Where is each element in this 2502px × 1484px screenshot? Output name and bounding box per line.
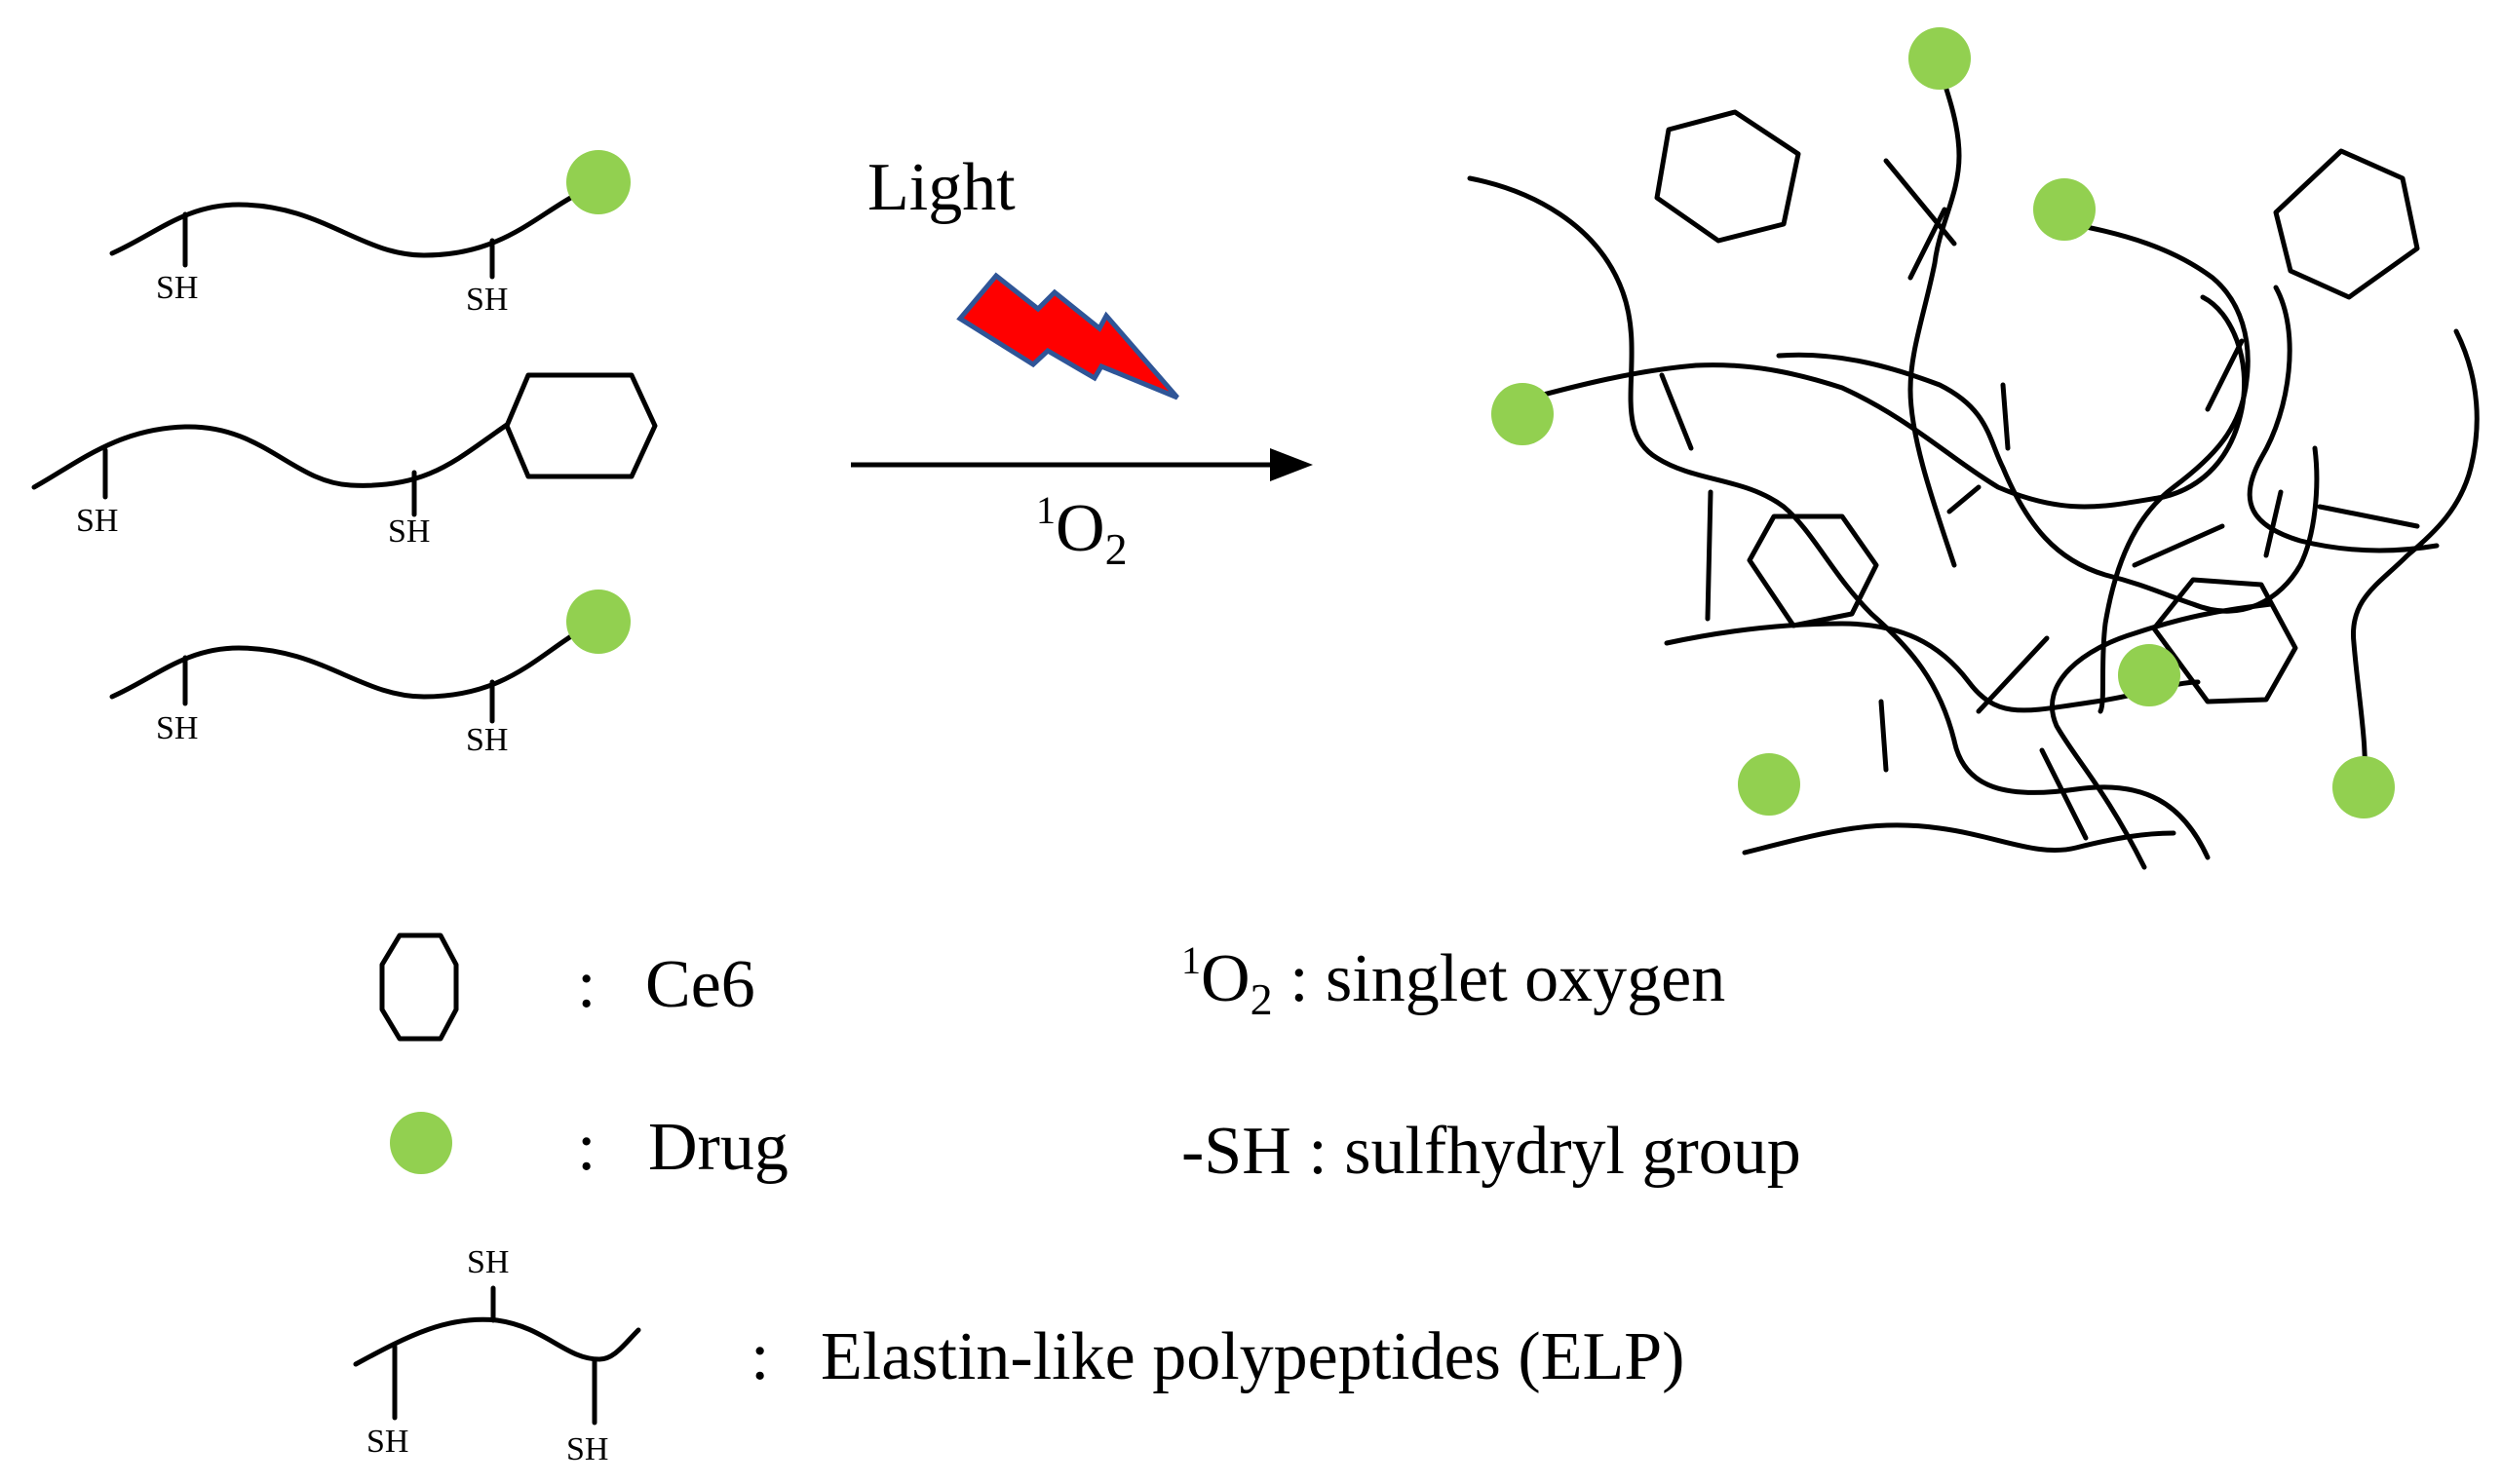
legend-singlet-oxygen-main: O [1201, 941, 1251, 1016]
drug-icon [2033, 178, 2096, 241]
singlet-oxygen-label: 1O2 [1036, 488, 1128, 574]
crosslinked-network [1467, 27, 2480, 870]
ce6-hexagon-icon [1747, 514, 1879, 628]
sh-label: SH [156, 710, 198, 746]
drug-icon [1491, 383, 1554, 445]
sh-label: SH [76, 503, 118, 539]
ce6-hexagon-icon [2273, 148, 2420, 300]
legend-singlet-oxygen-text: : singlet oxygen [1273, 941, 1726, 1016]
light-label: Light [867, 150, 1016, 225]
drug-icon [2118, 644, 2180, 706]
ce6-hexagon-icon [504, 372, 658, 479]
legend-colon: : [577, 1110, 596, 1185]
drug-icon [390, 1112, 452, 1174]
sh-label: SH [467, 1244, 509, 1280]
elp-chain-with-ce6: SH SH [31, 372, 658, 550]
legend-singlet-oxygen-subscript: 2 [1251, 974, 1273, 1024]
sh-label: SH [388, 514, 430, 550]
sh-label: SH [366, 1424, 408, 1460]
legend-colon: : [751, 1319, 769, 1394]
singlet-oxygen-subscript: 2 [1105, 524, 1128, 574]
drug-icon [566, 150, 631, 214]
reaction-arrow-icon [851, 448, 1313, 481]
legend-elp-label: Elastin-like polypeptides (ELP) [821, 1319, 1684, 1394]
legend-colon: : [577, 947, 596, 1022]
legend-singlet-oxygen-prefix: 1 [1181, 938, 1201, 982]
singlet-oxygen-main: O [1056, 491, 1105, 566]
drug-icon [1908, 27, 1971, 90]
drug-icon [1738, 753, 1800, 816]
sh-label: SH [466, 282, 508, 318]
singlet-oxygen-prefix: 1 [1036, 488, 1056, 532]
drug-icon [566, 590, 631, 654]
elp-chain-icon: SH SH SH [353, 1244, 641, 1467]
legend-singlet-oxygen: 1O2 : singlet oxygen [1181, 938, 1725, 1024]
sh-label: SH [156, 270, 198, 306]
legend-sulfhydryl-label: -SH : sulfhydryl group [1181, 1114, 1801, 1189]
ce6-hexagon-icon [379, 932, 459, 1042]
ce6-hexagon-icon [2151, 577, 2298, 704]
legend: : Ce6 1O2 : singlet oxygen : Drug -SH : … [353, 932, 1801, 1467]
legend-ce6-label: Ce6 [645, 947, 755, 1022]
sh-label: SH [466, 722, 508, 758]
ce6-hexagon-icon [1654, 109, 1801, 244]
lightning-icon [956, 272, 1179, 400]
elp-chain-with-drug-top: SH SH [109, 150, 631, 318]
sh-label: SH [566, 1431, 608, 1467]
legend-drug-label: Drug [648, 1110, 789, 1185]
drug-icon [2332, 756, 2395, 818]
elp-chain-with-drug-bottom: SH SH [109, 590, 631, 758]
